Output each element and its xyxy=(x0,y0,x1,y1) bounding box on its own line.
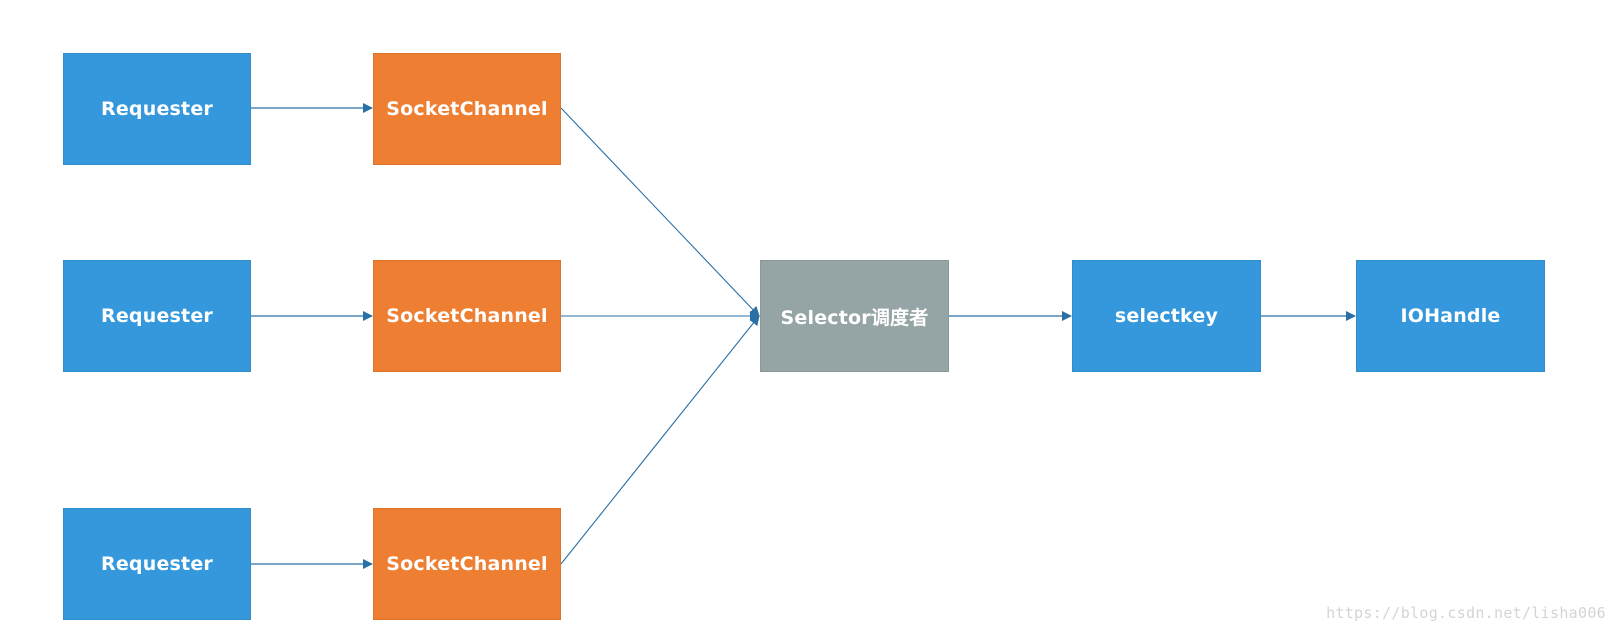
socket-channel-node-2: SocketChannel xyxy=(373,260,561,372)
selectkey-label: selectkey xyxy=(1114,305,1219,327)
socket-channel-label: SocketChannel xyxy=(386,98,548,120)
selectkey-node: selectkey xyxy=(1072,260,1261,372)
requester-node-2: Requester xyxy=(63,260,251,372)
requester-node-3: Requester xyxy=(63,508,251,620)
socket-channel-label: SocketChannel xyxy=(386,305,548,327)
iohandle-label: IOHandle xyxy=(1400,305,1501,327)
arrow-socket3-to-selector xyxy=(560,315,760,565)
selector-label: Selector调度者 xyxy=(780,306,929,329)
socket-channel-node-1: SocketChannel xyxy=(373,53,561,165)
iohandle-node: IOHandle xyxy=(1356,260,1545,372)
requester-node-1: Requester xyxy=(63,53,251,165)
socket-channel-node-3: SocketChannel xyxy=(373,508,561,620)
socket-channel-label: SocketChannel xyxy=(386,553,548,575)
requester-label: Requester xyxy=(101,305,213,327)
arrow-socket1-to-selector xyxy=(560,107,760,317)
watermark-text: https://blog.csdn.net/lisha006 xyxy=(1326,604,1606,622)
requester-label: Requester xyxy=(101,553,213,575)
requester-label: Requester xyxy=(101,98,213,120)
selector-node: Selector调度者 xyxy=(760,260,949,372)
